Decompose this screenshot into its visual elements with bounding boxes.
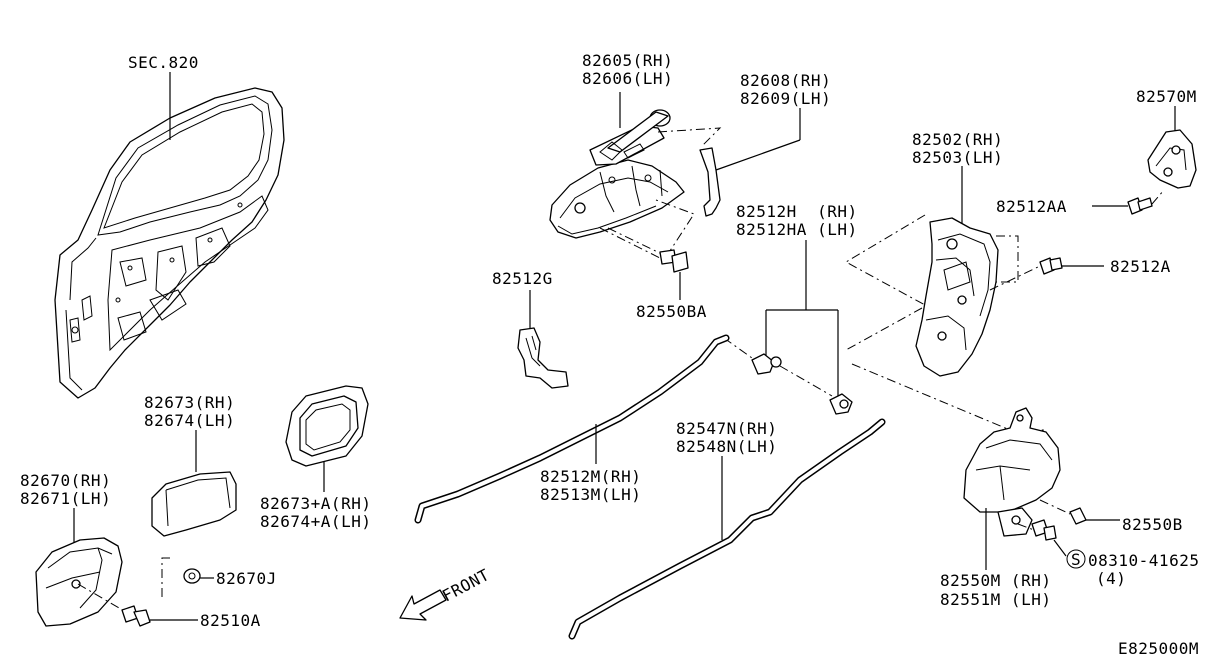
label-82670: 82670(RH) bbox=[20, 471, 111, 490]
label-82550ba: 82550BA bbox=[636, 302, 707, 321]
screw-82512aa bbox=[1092, 189, 1165, 215]
front-direction-arrow bbox=[399, 589, 447, 621]
label-front: FRONT bbox=[439, 565, 493, 606]
diagram-id: E825000M bbox=[1118, 639, 1199, 658]
rod-clips-82512h bbox=[723, 240, 1046, 431]
rear-door-panel bbox=[54, 72, 285, 399]
label-82513m: 82513M(LH) bbox=[540, 485, 641, 504]
label-82551m: 82551M (LH) bbox=[940, 590, 1051, 609]
bolt-82550ba bbox=[607, 227, 689, 300]
outside-door-handle bbox=[549, 92, 685, 239]
escutcheon-82673 bbox=[151, 430, 237, 537]
inside-door-handle bbox=[35, 508, 127, 627]
label-08310-41625: 08310-41625 bbox=[1088, 551, 1199, 570]
label-82512a: 82512A bbox=[1110, 257, 1171, 276]
label-82503: 82503(LH) bbox=[912, 148, 1003, 167]
bolt-82550b bbox=[1039, 499, 1120, 525]
label-82512m: 82512M(RH) bbox=[540, 467, 641, 486]
label-82609: 82609(LH) bbox=[740, 89, 831, 108]
label-82670j: 82670J bbox=[216, 569, 277, 588]
label-82673: 82673(RH) bbox=[144, 393, 235, 412]
label-82674: 82674(LH) bbox=[144, 411, 235, 430]
label-82550b: 82550B bbox=[1122, 515, 1183, 534]
bracket-82512g bbox=[517, 290, 569, 389]
label-82608: 82608(RH) bbox=[740, 71, 831, 90]
label-82671: 82671(LH) bbox=[20, 489, 111, 508]
label-sec820: SEC.820 bbox=[128, 53, 199, 72]
label-82605: 82605(RH) bbox=[582, 51, 673, 70]
label-82512ha: 82512HA (LH) bbox=[736, 220, 858, 239]
label-82510a: 82510A bbox=[200, 611, 261, 630]
rod-82512m bbox=[414, 334, 730, 524]
label-82512aa: 82512AA bbox=[996, 197, 1067, 216]
rod-82547n bbox=[568, 418, 886, 640]
label-82512h: 82512H (RH) bbox=[736, 202, 858, 221]
label-82674a: 82674+A(LH) bbox=[260, 512, 371, 531]
s-marker-circle bbox=[1066, 549, 1086, 569]
screw-82510a bbox=[121, 605, 198, 627]
label-82547n: 82547N(RH) bbox=[676, 419, 777, 438]
nut-82670j bbox=[161, 557, 214, 600]
label-82502: 82502(RH) bbox=[912, 130, 1003, 149]
label-82550m: 82550M (RH) bbox=[940, 571, 1051, 590]
label-qty-4: (4) bbox=[1096, 569, 1126, 588]
rod-with-clip-82608 bbox=[599, 108, 801, 261]
label-82606: 82606(LH) bbox=[582, 69, 673, 88]
door-lock-assembly bbox=[844, 166, 1019, 377]
label-s-symbol: S bbox=[1071, 550, 1081, 569]
door-lock-actuator bbox=[963, 407, 1061, 570]
screw-82512a bbox=[989, 257, 1104, 291]
escutcheon-frame-82673a bbox=[285, 385, 369, 492]
label-82673a: 82673+A(RH) bbox=[260, 494, 371, 513]
label-82548n: 82548N(LH) bbox=[676, 437, 777, 456]
label-82570m: 82570M bbox=[1136, 87, 1197, 106]
door-hinge-82570m bbox=[1147, 106, 1197, 189]
screw-08310-41625 bbox=[1017, 519, 1067, 557]
label-82512g: 82512G bbox=[492, 269, 553, 288]
